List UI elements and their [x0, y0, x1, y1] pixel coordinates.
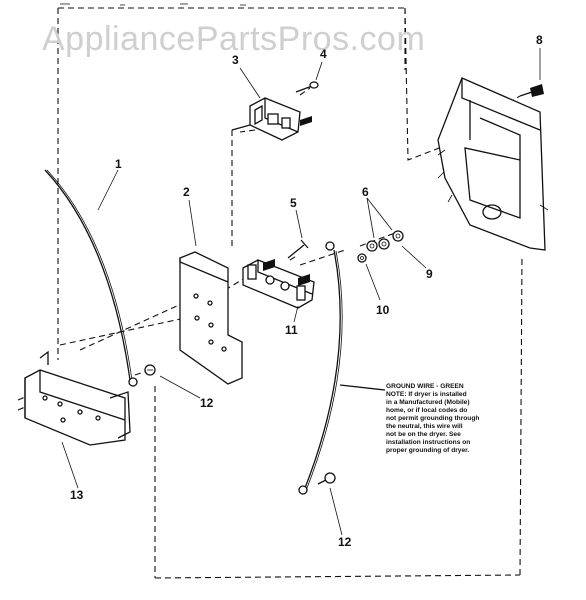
- callout-9: 9: [426, 267, 433, 281]
- note-line: not permit grounding through: [386, 415, 479, 422]
- callout-2: 2: [183, 185, 190, 199]
- base-bracket-part-13: [24, 350, 131, 446]
- note-line: the neutral, this wire will: [386, 423, 463, 430]
- nuts-and-washers: [357, 230, 404, 263]
- screw-part-12-upper: [144, 364, 156, 376]
- note-line: not be on the dryer. See: [386, 431, 461, 438]
- bracket-part-2: [179, 251, 243, 385]
- ground-wire: [298, 241, 386, 495]
- note-line: in a Manufactured (Mobile): [386, 399, 470, 406]
- screw-part-12-lower: [317, 472, 336, 485]
- callout-3: 3: [232, 53, 239, 67]
- top-edge-marks: [60, 3, 246, 6]
- terminal-block-part: [231, 97, 312, 141]
- leader-lines: [61, 48, 541, 536]
- callout-5: 5: [290, 196, 297, 210]
- callout-6: 6: [362, 185, 369, 199]
- note-line: proper grounding of dryer.: [386, 447, 469, 454]
- callout-12-upper: 12: [200, 396, 214, 410]
- rear-panel-part: [437, 77, 549, 251]
- screw-part-5: [287, 239, 309, 259]
- note-line: GROUND WIRE - GREEN: [386, 383, 464, 390]
- note-line: home, or if local codes do: [386, 407, 467, 414]
- callout-8: 8: [536, 33, 543, 47]
- watermark-text: AppliancePartsPros.com: [42, 20, 425, 58]
- callout-10: 10: [376, 303, 390, 317]
- terminal-strip-part-11: [242, 259, 315, 309]
- ground-wire-note: GROUND WIRE - GREEN NOTE: If dryer is in…: [386, 383, 479, 454]
- wire-part-1: [44, 169, 138, 387]
- screw-part-4: [295, 81, 319, 93]
- callout-13: 13: [70, 488, 84, 502]
- note-line: NOTE: If dryer is installed: [386, 391, 467, 398]
- note-line: installation instructions on: [386, 439, 470, 446]
- callout-11: 11: [285, 323, 298, 337]
- callout-12-lower: 12: [338, 535, 352, 549]
- callout-4: 4: [320, 47, 327, 61]
- callout-1: 1: [115, 157, 122, 171]
